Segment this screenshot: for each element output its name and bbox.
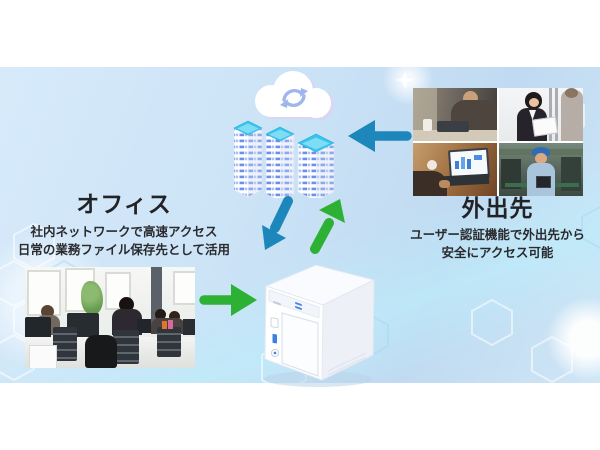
stationery-shape (162, 321, 167, 329)
factory-worker-with-tablet-photo (499, 143, 583, 196)
server-towers (233, 120, 335, 198)
nas-led-lights (295, 302, 302, 310)
arrow-cloud-to-nas (262, 196, 293, 250)
arrow-nas-to-cloud (310, 199, 345, 254)
worker-cap-shape (532, 147, 550, 156)
businessman-with-laptop-photo (413, 88, 497, 141)
office-workers-photo (25, 267, 195, 368)
shirt-shape (529, 110, 536, 120)
office-line-2: 日常の業務ファイル保存先として活用 (17, 242, 231, 257)
hand-shape (439, 180, 450, 188)
tablet-shape (531, 116, 559, 137)
nas-usb-port (272, 333, 277, 344)
coffee-cup-shape (423, 119, 432, 131)
sync-icon (282, 89, 306, 107)
desk-surface-shape (413, 130, 497, 141)
chart-tile-shape (474, 155, 482, 160)
monitor-shape (183, 319, 195, 335)
nas-door (281, 312, 319, 377)
monitor-shape (25, 317, 51, 339)
customer-head-shape (565, 88, 578, 98)
cabinet-shape (29, 345, 57, 368)
office-text-block: オフィス 社内ネットワークで高速アクセス 日常の業務ファイル保存先として活用 (14, 192, 234, 259)
remote-title: 外出先 (461, 196, 534, 222)
nas-storage-device-illustration (264, 264, 376, 387)
remote-text-block: 外出先 ユーザー認証機能で外出先から 安全にアクセス可能 (400, 196, 595, 262)
office-title: オフィス (76, 192, 172, 218)
laptop-with-charts-photo (413, 143, 497, 196)
cloud-sync-servers-illustration (233, 71, 335, 198)
laptop-shape (437, 121, 469, 132)
remote-line-1: ユーザー認証機能で外出先から (410, 227, 585, 242)
plant-shape (81, 281, 103, 315)
chart-bar-shape (455, 161, 459, 169)
cloud-icon (255, 71, 334, 120)
window-shape (173, 271, 195, 305)
ladder-shape (555, 88, 558, 141)
arrow-office-to-nas (199, 284, 257, 316)
customer-back-shape (561, 90, 583, 141)
person-head-shape (155, 309, 166, 320)
office-line-1: 社内ネットワークで高速アクセス (30, 224, 218, 239)
stationery-shape (168, 320, 173, 329)
mug-shape (427, 160, 437, 170)
person-head-shape (169, 311, 180, 322)
remote-line-2: 安全にアクセス可能 (441, 245, 554, 260)
person-head-shape (41, 305, 54, 318)
drawer-unit-shape (113, 330, 139, 364)
monitor-shape (137, 319, 151, 333)
nas-led-strip (268, 289, 320, 319)
nas-front-ports (270, 317, 280, 358)
machine-shape (561, 157, 581, 191)
tablet-shape (536, 176, 551, 188)
ladder-shape (549, 88, 552, 141)
worker-face-shape (535, 153, 547, 164)
wall-column-shape (151, 267, 162, 329)
chair-shape (85, 335, 117, 368)
person-face-shape (529, 98, 539, 107)
drawer-unit-shape (157, 327, 181, 357)
person-head-shape (119, 297, 134, 312)
remote-photo-grid (413, 88, 583, 196)
receptionist-showing-tablet-photo (499, 88, 583, 141)
nas-logo (273, 301, 281, 306)
nas-vents (327, 352, 367, 376)
chart-bar-shape (467, 159, 471, 169)
arrow-remote-to-cloud (348, 120, 412, 152)
machine-shape (501, 159, 521, 189)
drawer-unit-shape (53, 327, 77, 361)
chart-bar-shape (461, 157, 465, 169)
